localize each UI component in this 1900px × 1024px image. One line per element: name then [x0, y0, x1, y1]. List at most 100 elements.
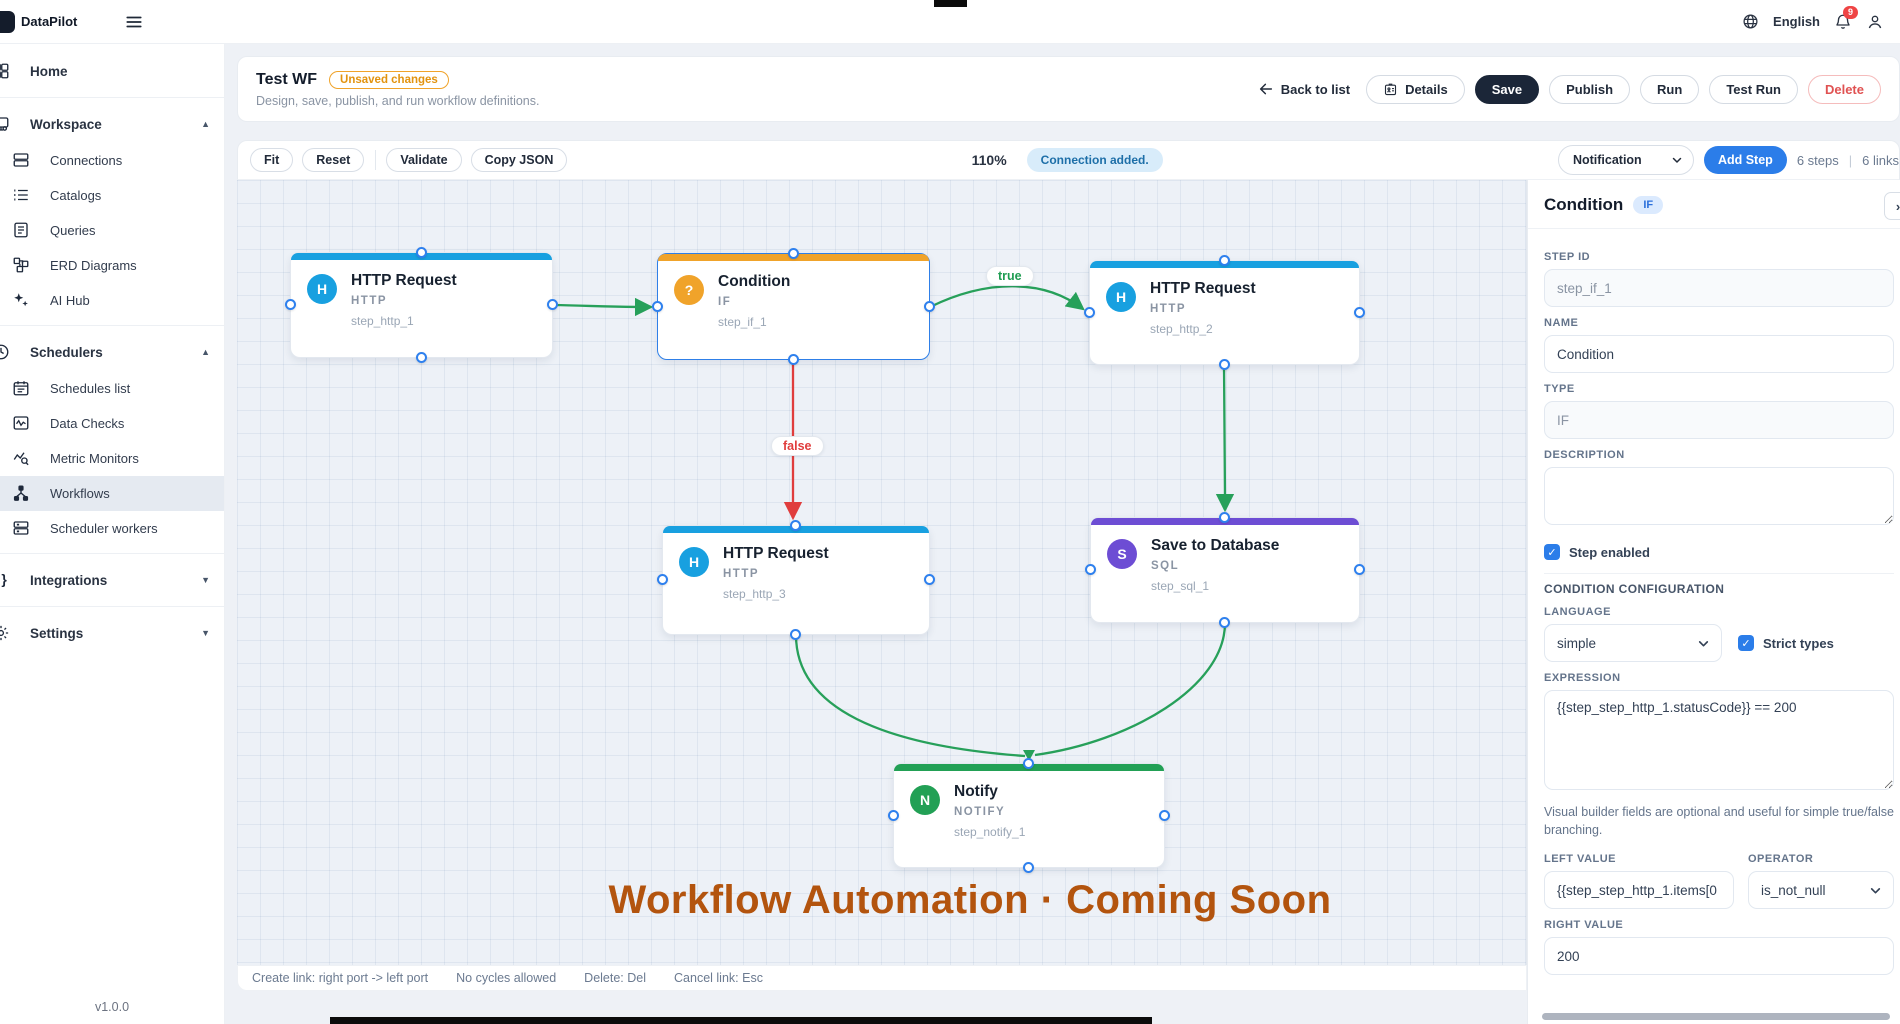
port-bottom[interactable] [415, 352, 427, 363]
expression-field[interactable]: {{step_step_http_1.statusCode}} == 200 [1544, 690, 1894, 790]
edge-http1-condition[interactable] [552, 297, 654, 317]
sidebar-item-queries[interactable]: Queries [0, 213, 224, 248]
reset-button[interactable]: Reset [302, 148, 365, 172]
integrations-icon: { } [0, 571, 7, 587]
port-right[interactable] [1354, 306, 1365, 318]
sidebar-item-connections[interactable]: Connections [0, 143, 224, 178]
sidebar-item-scheduler-workers[interactable]: Scheduler workers [0, 511, 224, 546]
port-right[interactable] [547, 299, 558, 310]
node-type-badge: H [1106, 282, 1136, 312]
step-type-badge: IF [1633, 196, 1664, 214]
sidebar-item-metric-monitors[interactable]: Metric Monitors [0, 441, 224, 476]
notifications-button[interactable]: 9 [1834, 5, 1859, 31]
sidebar-item-data-checks[interactable]: Data Checks [0, 406, 224, 441]
language-select[interactable]: simple [1544, 624, 1722, 662]
port-left[interactable] [657, 574, 668, 585]
panel-horizontal-scrollbar[interactable] [1542, 1013, 1890, 1020]
step-enabled-toggle[interactable]: ✓ Step enabled [1544, 544, 1894, 560]
run-button[interactable]: Run [1640, 74, 1700, 104]
strict-types-toggle[interactable]: ✓ Strict types [1738, 635, 1834, 651]
port-top[interactable] [1219, 512, 1230, 523]
back-to-list-link[interactable]: Back to list [1258, 81, 1350, 97]
port-left[interactable] [888, 809, 899, 821]
copy-json-button[interactable]: Copy JSON [470, 148, 568, 172]
sidebar-section-workspace[interactable]: Workspace ▲ [0, 105, 224, 143]
save-button[interactable]: Save [1474, 74, 1540, 104]
operator-select[interactable]: is_not_null [1748, 871, 1894, 910]
port-right[interactable] [924, 300, 935, 312]
port-top[interactable] [790, 520, 801, 531]
node-step_http_2[interactable]: H HTTP Request HTTP step_http_2 [1084, 255, 1365, 370]
chevron-up-icon[interactable]: ▲ [201, 347, 210, 357]
port-bottom[interactable] [1219, 617, 1230, 628]
sidebar-divider [0, 606, 224, 607]
port-right[interactable] [924, 574, 935, 585]
port-top[interactable] [415, 247, 427, 258]
edge-http3-notify[interactable] [794, 634, 1026, 758]
port-left[interactable] [285, 299, 296, 310]
menu-toggle-button[interactable] [125, 13, 143, 31]
sidebar-item-workflows[interactable]: Workflows [0, 476, 224, 511]
step-type-select[interactable]: Notification [1557, 145, 1694, 175]
node-step_notify_1[interactable]: N Notify NOTIFY step_notify_1 [888, 758, 1170, 873]
type-field[interactable] [1544, 401, 1894, 439]
language-label: LANGUAGE [1544, 606, 1611, 618]
node-step_http_3[interactable]: H HTTP Request HTTP step_http_3 [657, 520, 935, 640]
left-value-field[interactable] [1544, 871, 1734, 910]
workflow-canvas[interactable]: H HTTP Request HTTP step_http_1 [237, 180, 1527, 965]
sidebar-item-schedules-list[interactable]: Schedules list [0, 371, 224, 406]
validate-button[interactable]: Validate [386, 148, 462, 172]
chevron-down-icon[interactable]: ▼ [201, 575, 210, 585]
sidebar-item-home[interactable]: Home [0, 52, 224, 90]
globe-icon[interactable] [1742, 13, 1759, 30]
port-left[interactable] [1084, 306, 1095, 318]
chevron-up-icon[interactable]: ▲ [201, 119, 210, 129]
name-field[interactable] [1544, 335, 1894, 373]
port-bottom[interactable] [1218, 359, 1230, 370]
port-top[interactable] [1218, 255, 1230, 266]
sidebar-item-erd-diagrams[interactable]: ERD Diagrams [0, 248, 224, 283]
panel-collapse-button[interactable]: › [1884, 192, 1900, 220]
delete-button[interactable]: Delete [1807, 74, 1881, 104]
edge-label-false: false [771, 436, 824, 456]
sidebar-item-ai-hub[interactable]: AI Hub [0, 283, 224, 318]
port-left[interactable] [1085, 564, 1096, 575]
sidebar-section-integrations[interactable]: { } Integrations ▼ [0, 561, 224, 599]
node-step_sql_1[interactable]: S Save to Database SQL step_sql_1 [1085, 512, 1365, 628]
right-value-field[interactable] [1544, 937, 1894, 976]
test-run-button[interactable]: Test Run [1709, 74, 1798, 104]
edges-layer [552, 285, 1235, 761]
port-top[interactable] [1023, 758, 1034, 769]
port-bottom[interactable] [1023, 862, 1034, 873]
edge-condition-true-http2[interactable] [929, 285, 1085, 311]
edge-sql-notify[interactable] [1034, 622, 1227, 757]
port-right[interactable] [1159, 809, 1170, 821]
port-bottom[interactable] [790, 629, 801, 640]
workflow-title: Test WF [256, 70, 318, 88]
node-step_if_1[interactable]: ? Condition IF step_if_1 [652, 248, 935, 365]
edge-label-true: true [986, 266, 1034, 286]
chevron-down-icon[interactable]: ▼ [201, 628, 210, 638]
sidebar-section-settings[interactable]: Settings ▼ [0, 614, 224, 652]
details-button[interactable]: Details [1366, 74, 1465, 104]
port-top[interactable] [787, 248, 799, 259]
step-id-field[interactable] [1544, 269, 1894, 307]
description-field[interactable] [1544, 467, 1894, 525]
sidebar-section-schedulers[interactable]: Schedulers ▲ [0, 333, 224, 371]
language-selector[interactable]: English [1773, 14, 1820, 29]
user-avatar[interactable] [1866, 13, 1884, 31]
sidebar-item-catalogs[interactable]: Catalogs [0, 178, 224, 213]
port-right[interactable] [1354, 564, 1365, 575]
app-topbar: DataPilot English 9 [0, 0, 1900, 44]
node-step_http_1[interactable]: H HTTP Request HTTP step_http_1 [285, 247, 558, 363]
unsaved-changes-badge: Unsaved changes [329, 70, 449, 89]
edge-http2-sql[interactable] [1215, 364, 1235, 513]
badge-icon [1385, 83, 1397, 95]
schedulers-icon [0, 343, 10, 361]
publish-button[interactable]: Publish [1549, 74, 1631, 104]
port-bottom[interactable] [787, 354, 799, 365]
fit-button[interactable]: Fit [250, 148, 294, 172]
add-step-button[interactable]: Add Step [1703, 146, 1787, 174]
port-left[interactable] [652, 300, 663, 312]
app-name: DataPilot [21, 14, 78, 29]
